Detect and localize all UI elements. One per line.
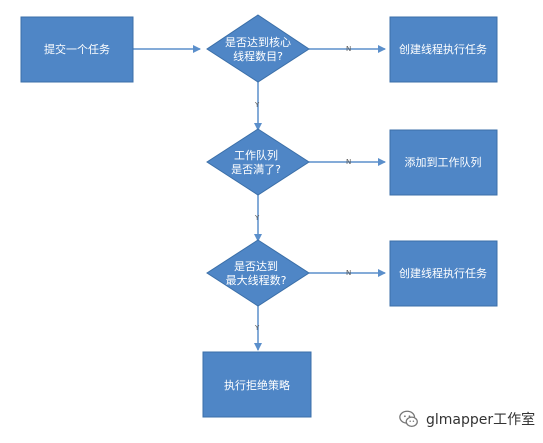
start-node-label: 提交一个任务: [44, 42, 110, 56]
edge-label-yes: Y: [254, 214, 260, 222]
reject-node: 执行拒绝策略: [202, 351, 312, 418]
decision-queue-full: 工作队列 是否满了?: [206, 128, 310, 196]
decision-max-threads-line2: 最大线程数?: [226, 273, 287, 287]
watermark: glmapper工作室: [398, 408, 535, 430]
edges: [133, 45, 386, 351]
decision-queue-full-line1: 工作队列: [234, 148, 278, 162]
decision-core-threads: 是否达到核心 线程数目?: [206, 14, 310, 83]
add-queue-node-label: 添加到工作队列: [405, 155, 482, 169]
wechat-icon: [399, 410, 418, 427]
start-node: 提交一个任务: [20, 16, 134, 83]
decision-queue-full-line2: 是否满了?: [231, 163, 281, 176]
watermark-text: glmapper工作室: [426, 412, 536, 428]
edge-label-yes: Y: [254, 101, 260, 109]
create-thread-node-2-label: 创建线程执行任务: [399, 266, 487, 280]
edge-label-no: N: [346, 158, 351, 166]
add-queue-node: 添加到工作队列: [389, 129, 498, 196]
decision-max-threads-line1: 是否达到: [234, 260, 278, 273]
decision-core-threads-line2: 线程数目?: [233, 49, 283, 63]
create-thread-node-1: 创建线程执行任务: [389, 16, 498, 83]
edge-label-no: N: [346, 269, 351, 277]
create-thread-node-2: 创建线程执行任务: [389, 240, 498, 307]
edge-label-yes: Y: [254, 324, 260, 332]
decision-core-threads-line1: 是否达到核心: [225, 35, 291, 49]
create-thread-node-1-label: 创建线程执行任务: [399, 42, 487, 56]
edge-label-no: N: [346, 45, 351, 53]
reject-node-label: 执行拒绝策略: [224, 378, 290, 392]
decision-max-threads: 是否达到 最大线程数?: [206, 239, 310, 307]
